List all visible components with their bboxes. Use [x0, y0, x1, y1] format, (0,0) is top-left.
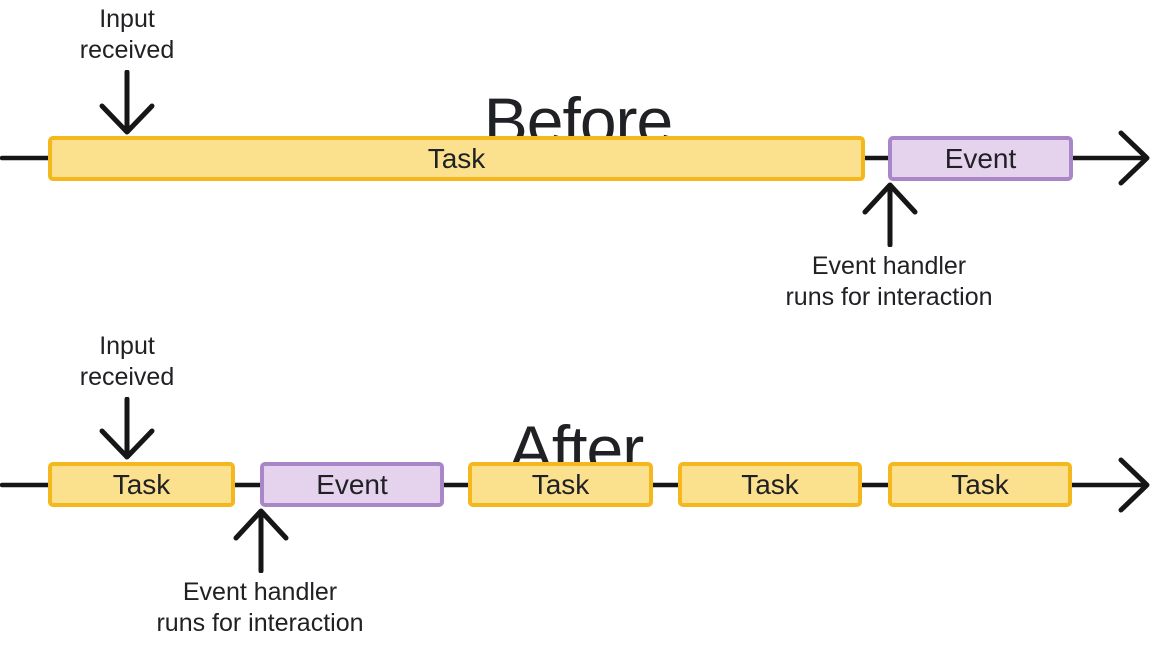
- input-label-line1: Input: [99, 332, 155, 360]
- after-event-handler-label: Event handler runs for interaction: [100, 577, 420, 639]
- input-label-line2: received: [79, 363, 175, 391]
- task-box-label: Task: [531, 468, 590, 500]
- arrow-head: [99, 103, 155, 135]
- before-event-handler-label: Event handler runs for interaction: [729, 251, 1049, 313]
- event-box-label: Event: [944, 142, 1017, 174]
- task-box-label: Task: [951, 468, 1009, 500]
- input-label-line2: received: [79, 36, 175, 64]
- task-box-label: Task: [427, 142, 486, 174]
- event-box-label: Event: [316, 468, 388, 500]
- task-box: Task: [468, 462, 653, 507]
- event-box: Event: [888, 136, 1073, 181]
- timeline-arrow-head: [1118, 130, 1150, 186]
- task-box: Task: [888, 462, 1072, 507]
- timeline-arrow-head: [1118, 457, 1150, 513]
- after-input-arrow-down-icon: [99, 397, 155, 460]
- after-input-received-label: Input received: [0, 331, 287, 393]
- task-box-label: Task: [741, 468, 799, 500]
- handler-label-line1: Event handler: [182, 578, 338, 606]
- event-box: Event: [260, 462, 444, 507]
- task-box-label: Task: [112, 468, 171, 500]
- task-box: Task: [48, 136, 865, 181]
- after-handler-arrow-up-icon: [233, 508, 289, 573]
- before-handler-arrow-up-icon: [862, 182, 918, 247]
- before-input-arrow-down-icon: [99, 70, 155, 135]
- arrow-head: [99, 428, 155, 460]
- handler-label-line2: runs for interaction: [785, 283, 993, 311]
- handler-label-line1: Event handler: [811, 252, 967, 280]
- input-label-line1: Input: [99, 5, 155, 33]
- before-input-received-label: Input received: [0, 4, 287, 66]
- task-box: Task: [678, 462, 862, 507]
- handler-label-line2: runs for interaction: [156, 609, 364, 637]
- task-box: Task: [48, 462, 235, 507]
